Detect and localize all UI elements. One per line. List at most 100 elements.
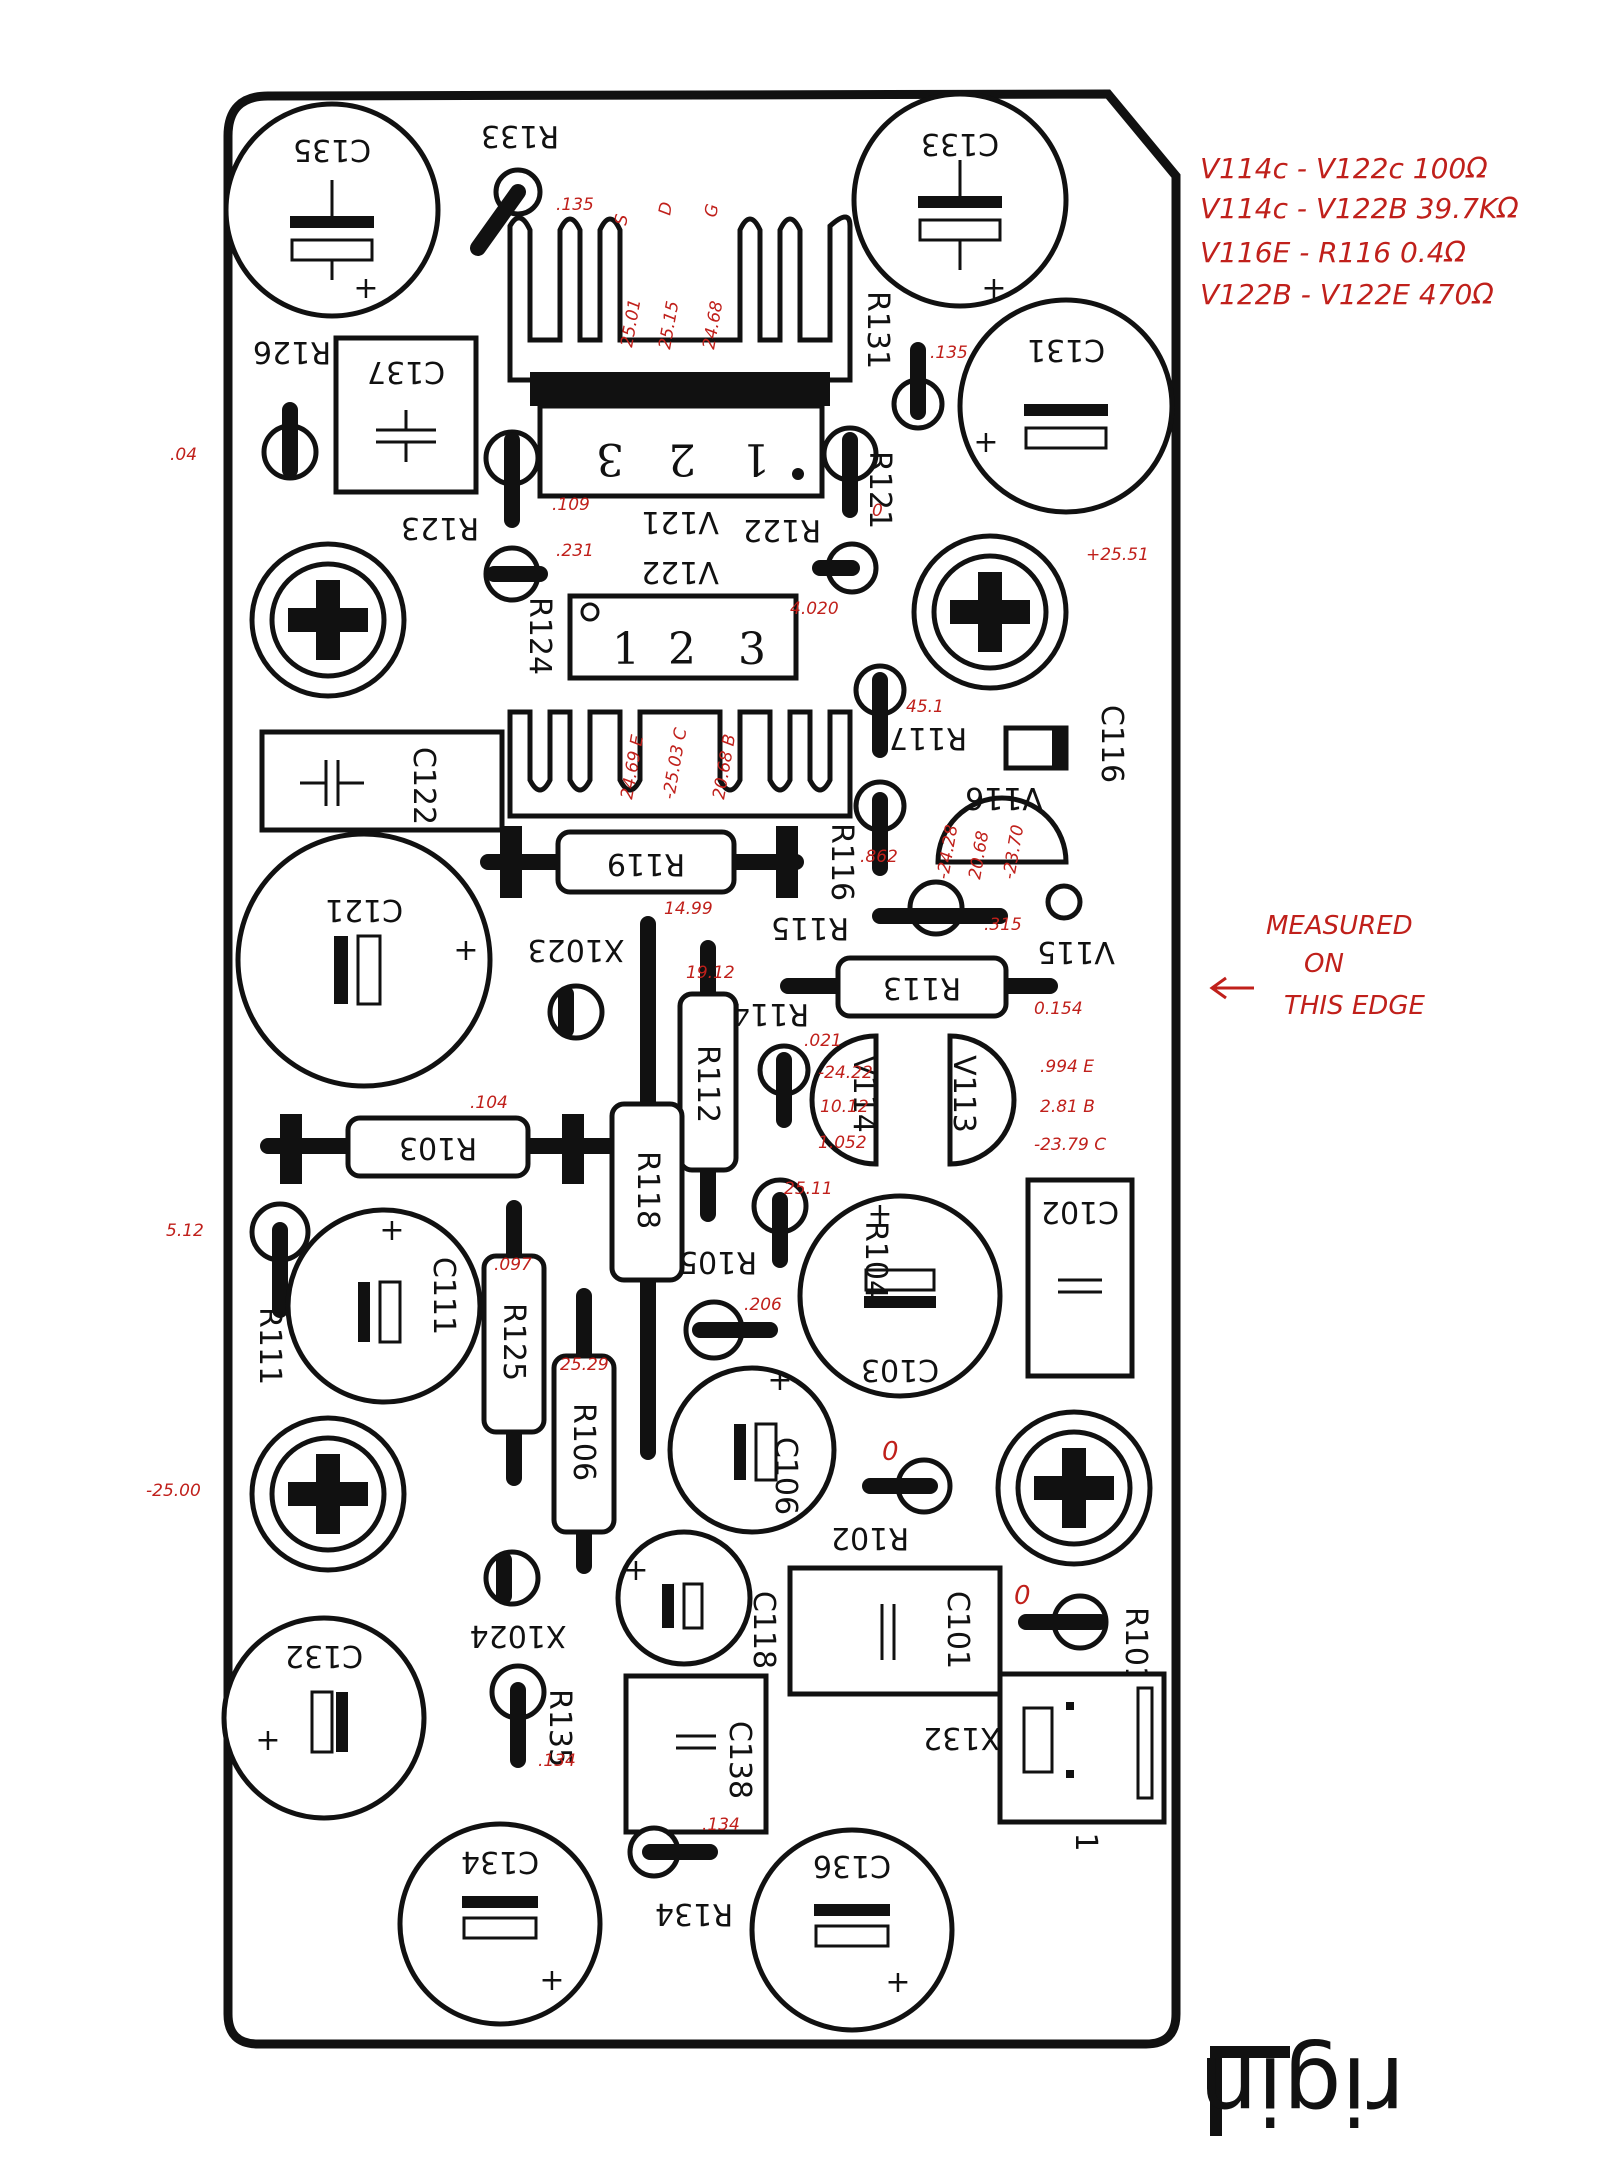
v122-label: V122 [641, 554, 719, 589]
origin-logo: rigin [1199, 2036, 1405, 2143]
resistor-r117: R117 [853, 663, 967, 758]
board-outline [223, 89, 1181, 2049]
transistor-v121: 1 2 3 V121 [507, 214, 853, 539]
meas-r122: 0 [872, 501, 883, 521]
meas-r105-low: .206 [744, 1295, 782, 1315]
mounting-screw-bottom-left [249, 1415, 407, 1573]
meas-v113-b: 2.81 B [1040, 1097, 1095, 1117]
c131-plus: + [973, 425, 998, 460]
v113-label: V113 [946, 1055, 981, 1133]
c136-label: C136 [813, 1848, 891, 1883]
c118-plus: + [623, 1553, 648, 1588]
transistor-x1023: X1023 [528, 932, 625, 1041]
meas-v114-2: 10.12 [820, 1097, 869, 1117]
x132-label: X132 [923, 1720, 1001, 1755]
v121-pin-1: 1 [742, 433, 770, 484]
meas-r105: 25.11 [784, 1179, 833, 1199]
measured-note-2: ON [1304, 949, 1344, 979]
c138-label: C138 [722, 1721, 757, 1799]
r117-label: R117 [889, 720, 967, 755]
v121-pin-3: 3 [596, 433, 624, 484]
r115-label: R115 [771, 910, 849, 945]
capacitor-c135: C135 + [223, 101, 441, 319]
resistor-r123: R123 [401, 429, 541, 545]
resistor-r125: R125 [481, 1200, 547, 1486]
resistor-r121: R121 [821, 425, 897, 529]
c131-label: C131 [1027, 332, 1105, 367]
meas-r126: .04 [170, 445, 197, 465]
resistor-r131: R131 [860, 291, 945, 431]
v122-pin-2: 2 [668, 624, 696, 675]
resistor-r105: R105 [679, 1177, 809, 1279]
v122-pin-1: 1 [612, 624, 640, 675]
meas-r135: .134 [538, 1751, 576, 1771]
meas-c116-plus: +25.51 [1086, 545, 1149, 565]
c121-plus: + [453, 933, 478, 968]
resistor-r122: R122 [743, 512, 879, 595]
r105-label: R105 [679, 1244, 757, 1279]
c133-label: C133 [921, 126, 999, 161]
transistor-v122: V122 1 2 3 [507, 554, 853, 819]
meas-v114-1: -24.22 [818, 1063, 873, 1083]
c121-label: C121 [325, 892, 403, 927]
resistor-r103: R103 [260, 1114, 628, 1184]
meas-r114: .021 [804, 1031, 842, 1051]
r111-label: R111 [252, 1307, 287, 1385]
capacitor-c131: C131 + [957, 297, 1175, 515]
meas-r134: .134 [702, 1815, 740, 1835]
transistor-x1024: X1024 [470, 1549, 567, 1653]
r135-label: R135 [542, 1689, 577, 1767]
resistor-r105-low [683, 1299, 778, 1361]
resistor-r134: R134 [627, 1825, 733, 1931]
capacitor-c122: C122 [259, 729, 505, 833]
r125-label: R125 [496, 1303, 531, 1381]
transistor-v115: V115 [1037, 883, 1115, 969]
capacitor-c101: C101 [787, 1565, 1003, 1697]
meas-r106: 25.29 [560, 1355, 609, 1375]
r106-label: R106 [566, 1403, 601, 1481]
capacitor-c116: C116 [1003, 705, 1129, 783]
transistor-v113: V113 [946, 1033, 1017, 1167]
r121-label: R121 [862, 451, 897, 529]
resistor-r115: R115 [771, 879, 1008, 945]
pin-d: D [655, 201, 677, 217]
meas-r117: 45.1 [906, 697, 944, 717]
meas-r103: .104 [470, 1093, 508, 1113]
c137-label: C137 [367, 354, 445, 389]
logo-text: rigin [1199, 2036, 1405, 2143]
mounting-screw-bottom-right [995, 1409, 1153, 1567]
meas-v113-c: -23.79 C [1034, 1135, 1106, 1155]
x1024-label: X1024 [470, 1618, 567, 1653]
c106-label: C106 [768, 1437, 803, 1515]
capacitor-c137: C137 [333, 335, 479, 495]
x1023-label: X1023 [528, 932, 625, 967]
resistor-r119: R119 [480, 826, 804, 898]
meas-r124: .231 [556, 541, 594, 561]
c111-label: C111 [426, 1257, 461, 1335]
r103-label: R103 [399, 1130, 477, 1165]
meas-r112: 19.12 [686, 963, 735, 983]
r122-label: R122 [743, 512, 821, 547]
r114-label: R114 [731, 996, 809, 1031]
meas-v113-e: .994 E [1040, 1057, 1094, 1077]
resistor-r116: R116 [824, 779, 907, 901]
resistor-r112: R112 [677, 940, 739, 1222]
resistor-r101: R101 [1018, 1593, 1153, 1685]
c122-label: C122 [406, 747, 441, 825]
capacitor-c111: C111 + [285, 1207, 483, 1405]
meas-r125: .097 [494, 1255, 532, 1275]
r133-label: R133 [481, 118, 559, 153]
transistor-v116: V116 [935, 780, 1069, 865]
resistor-r102: R102 [831, 1457, 953, 1555]
r123-label: R123 [401, 510, 479, 545]
mounting-screw-top-left [249, 541, 407, 699]
meas-r123: .109 [552, 495, 590, 515]
r131-label: R131 [860, 291, 895, 369]
v116-label: V116 [965, 780, 1043, 815]
measured-arrow [1209, 976, 1254, 1000]
note-2: V114c - V122B 39.7KΩ [1200, 192, 1519, 225]
r113-label: R113 [883, 970, 961, 1005]
c116-label: C116 [1094, 705, 1129, 783]
capacitor-c136: C136 + [749, 1827, 955, 2033]
c118-label: C118 [746, 1591, 781, 1669]
